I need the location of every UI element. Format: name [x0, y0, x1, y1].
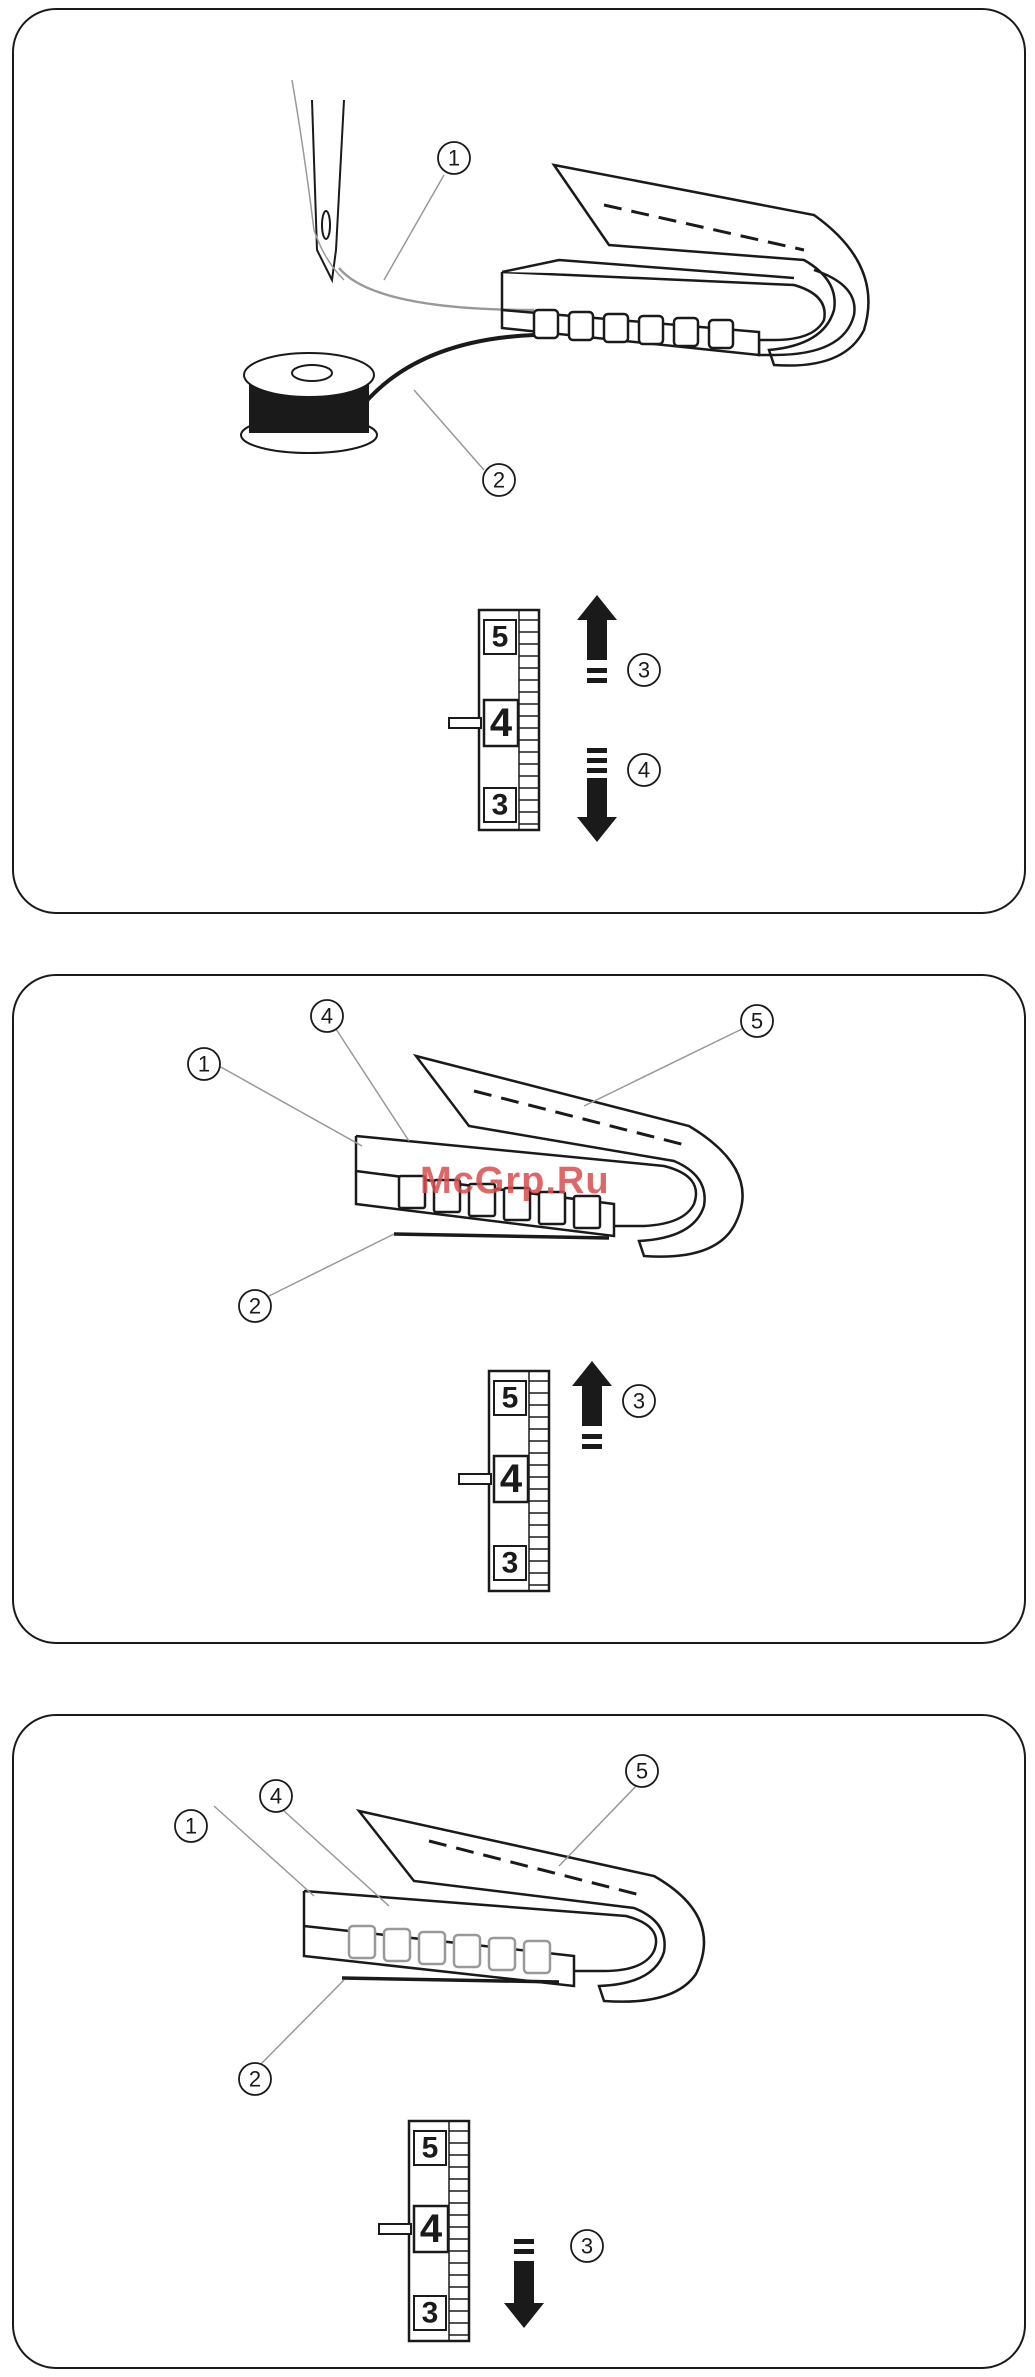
bobbin-icon: [241, 353, 377, 453]
svg-text:5: 5: [422, 2132, 439, 2165]
arrow-up-icon: [572, 1361, 612, 1449]
svg-text:1: 1: [448, 146, 460, 171]
callout-1: 1: [175, 1810, 207, 1842]
svg-text:2: 2: [493, 468, 505, 493]
fabric-layers: [356, 1056, 743, 1257]
tension-dial: 5 4 3: [449, 610, 539, 830]
svg-text:3: 3: [581, 2234, 593, 2259]
arrow-down-icon: [577, 748, 617, 842]
arrow-down-icon: [504, 2239, 544, 2328]
svg-text:4: 4: [270, 1784, 282, 1809]
callout-1: 1: [188, 1048, 220, 1080]
watermark: McGrp.Ru: [420, 1160, 610, 1203]
fabric-layers: [304, 1811, 704, 2002]
panel-tension-balanced: 1 2 5 4 3: [12, 8, 1026, 914]
svg-text:3: 3: [502, 1547, 519, 1580]
leader-line-4: [334, 1026, 409, 1141]
svg-text:4: 4: [500, 1457, 523, 1501]
panel-3-illustration: 4 1 5 2: [14, 1716, 1028, 2371]
svg-text:4: 4: [321, 1004, 333, 1029]
leader-line-2: [269, 1234, 394, 1296]
svg-text:2: 2: [249, 2067, 261, 2092]
callout-4: 4: [260, 1780, 292, 1812]
arrow-up-icon: [577, 595, 617, 683]
svg-text:5: 5: [636, 1759, 648, 1784]
svg-text:1: 1: [185, 1814, 197, 1839]
callout-2: 2: [483, 464, 515, 496]
leader-line-5: [584, 1028, 744, 1106]
needle-icon: [292, 80, 344, 280]
svg-text:2: 2: [249, 1294, 261, 1319]
svg-text:5: 5: [751, 1009, 763, 1034]
leader-line-2: [259, 1980, 344, 2066]
svg-text:1: 1: [198, 1052, 210, 1077]
svg-text:3: 3: [422, 2297, 439, 2330]
callout-4: 4: [628, 754, 660, 786]
callout-5: 5: [741, 1005, 773, 1037]
svg-text:4: 4: [638, 758, 650, 783]
svg-text:5: 5: [502, 1382, 519, 1415]
svg-text:4: 4: [490, 701, 513, 745]
callout-3: 3: [623, 1385, 655, 1417]
svg-text:3: 3: [638, 658, 650, 683]
leader-line-1: [219, 1066, 362, 1146]
callout-2: 2: [239, 1290, 271, 1322]
upper-thread: [339, 268, 534, 310]
svg-text:5: 5: [492, 621, 509, 654]
dial-indicator: [449, 718, 481, 728]
leader-line-1: [214, 1806, 314, 1896]
tension-dial: 5 4 3: [459, 1371, 549, 1591]
callout-2: 2: [239, 2063, 271, 2095]
svg-text:3: 3: [633, 1389, 645, 1414]
panel-2-illustration: 1 4 5 2: [14, 976, 1028, 1646]
callout-3: 3: [628, 654, 660, 686]
tension-dial: 5 4 3: [379, 2121, 469, 2341]
leader-line-5: [559, 1783, 639, 1866]
dial-indicator: [379, 2224, 411, 2234]
leader-line-2: [414, 390, 484, 470]
bobbin-thread: [359, 335, 534, 410]
panel-upper-too-loose: 4 1 5 2: [12, 1714, 1026, 2369]
svg-text:3: 3: [492, 789, 509, 822]
callout-5: 5: [626, 1755, 658, 1787]
leader-line-1: [384, 175, 444, 280]
callout-3: 3: [571, 2230, 603, 2262]
panel-1-illustration: 1 2 5 4 3: [14, 10, 1028, 916]
dial-indicator: [459, 1474, 491, 1484]
callout-1: 1: [438, 142, 470, 174]
callout-4: 4: [311, 1000, 343, 1032]
svg-text:4: 4: [420, 2207, 443, 2251]
panel-upper-too-tight: 1 4 5 2: [12, 974, 1026, 1644]
bobbin-thread-line: [394, 1234, 609, 1238]
